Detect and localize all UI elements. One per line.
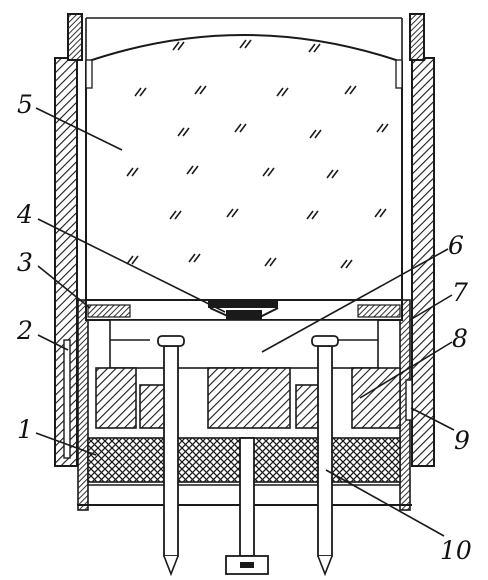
leader-lines <box>35 107 455 537</box>
leader-line-3 <box>37 265 91 309</box>
leader-line-7 <box>409 294 453 321</box>
base-blocks <box>95 367 401 429</box>
leader-line-2 <box>37 334 69 351</box>
inner-sleeve <box>63 299 413 511</box>
crystal-body <box>85 17 403 301</box>
leader-line-9 <box>410 407 455 431</box>
callout-7: 7 <box>452 278 468 307</box>
callout-1: 1 <box>17 415 33 444</box>
callout-2: 2 <box>17 316 33 345</box>
callout-5: 5 <box>17 90 33 119</box>
callout-3: 3 <box>17 248 33 277</box>
callout-8: 8 <box>452 324 468 353</box>
lead-pins <box>157 335 339 577</box>
leader-line-4 <box>37 218 226 313</box>
leader-line-1 <box>35 432 97 456</box>
leader-line-6 <box>261 248 449 353</box>
callout-10: 10 <box>440 536 472 565</box>
leader-line-10 <box>325 469 445 537</box>
leader-line-5 <box>35 107 123 151</box>
callout-6: 6 <box>448 231 464 260</box>
callout-4: 4 <box>17 200 33 229</box>
leader-line-8 <box>359 341 453 399</box>
callout-9: 9 <box>454 426 470 455</box>
